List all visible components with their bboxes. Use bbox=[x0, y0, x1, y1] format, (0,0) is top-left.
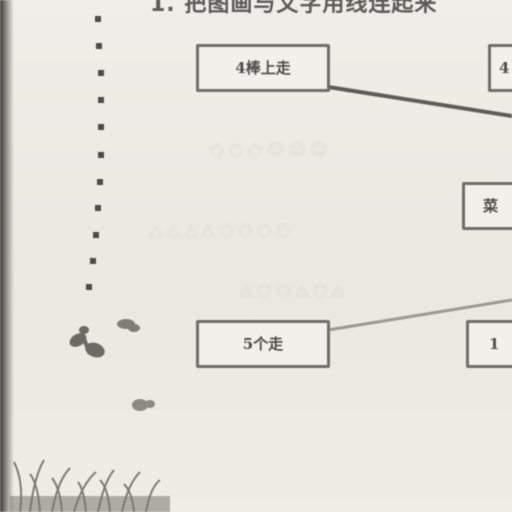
word-box-4: 菜 bbox=[462, 182, 512, 230]
grass-drawing bbox=[10, 459, 170, 512]
butterfly-icon bbox=[69, 326, 105, 358]
faint-row-2: △ △ △ △ ○ ○ ○ ○ bbox=[150, 220, 291, 239]
faint-row-1: ○ ○ ○ ☺ ☺ ☺ bbox=[210, 140, 328, 159]
word-box-3: 4 bbox=[488, 44, 512, 92]
word-box-5: 1 bbox=[466, 320, 512, 368]
page-edge-shadow bbox=[0, 0, 14, 512]
connector-line-1 bbox=[320, 84, 512, 118]
word-box-2: 5个走 bbox=[196, 320, 330, 368]
word-box-1: 4棒上走 bbox=[196, 44, 330, 92]
small-insect-icon bbox=[117, 319, 140, 332]
bug-icon bbox=[132, 399, 155, 411]
faint-row-3: △ ○ ○ △ ○ △ bbox=[240, 280, 345, 299]
connector-line-2 bbox=[326, 298, 512, 332]
exercise-heading: 1. 把图画与文字用线连起来 bbox=[150, 0, 438, 17]
